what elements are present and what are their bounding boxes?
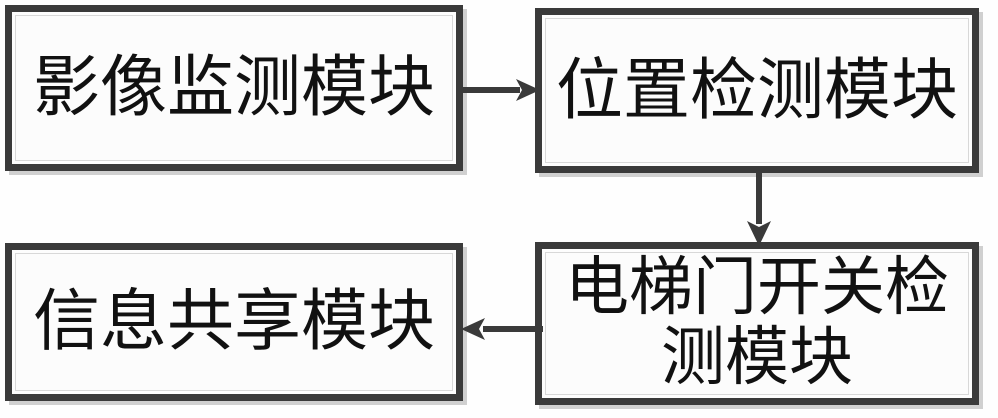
node-door-detection-body: 电梯门开关检 测模块 bbox=[545, 252, 969, 395]
node-info-sharing-label: 信息共享模块 bbox=[33, 282, 435, 361]
arrowhead-down-icon bbox=[747, 221, 771, 246]
node-position-detection-label: 位置检测模块 bbox=[556, 50, 958, 129]
node-info-sharing[interactable]: 信息共享模块 bbox=[5, 243, 463, 401]
node-position-detection[interactable]: 位置检测模块 bbox=[535, 8, 979, 173]
node-info-sharing-body: 信息共享模块 bbox=[15, 253, 453, 391]
node-door-detection-label: 电梯门开关检 测模块 bbox=[565, 251, 949, 395]
node-position-detection-body: 位置检测模块 bbox=[545, 18, 969, 163]
arrowhead-left-icon bbox=[461, 318, 485, 340]
arrow-door-to-info bbox=[461, 318, 543, 340]
node-image-monitoring[interactable]: 影像监测模块 bbox=[5, 5, 463, 171]
node-image-monitoring-body: 影像监测模块 bbox=[15, 15, 453, 161]
arrow-position-to-door bbox=[747, 168, 771, 246]
arrowhead-right-icon bbox=[516, 79, 540, 101]
node-door-detection[interactable]: 电梯门开关检 测模块 bbox=[535, 242, 979, 405]
node-image-monitoring-label: 影像监测模块 bbox=[33, 48, 435, 127]
arrow-image-to-position bbox=[460, 79, 540, 101]
